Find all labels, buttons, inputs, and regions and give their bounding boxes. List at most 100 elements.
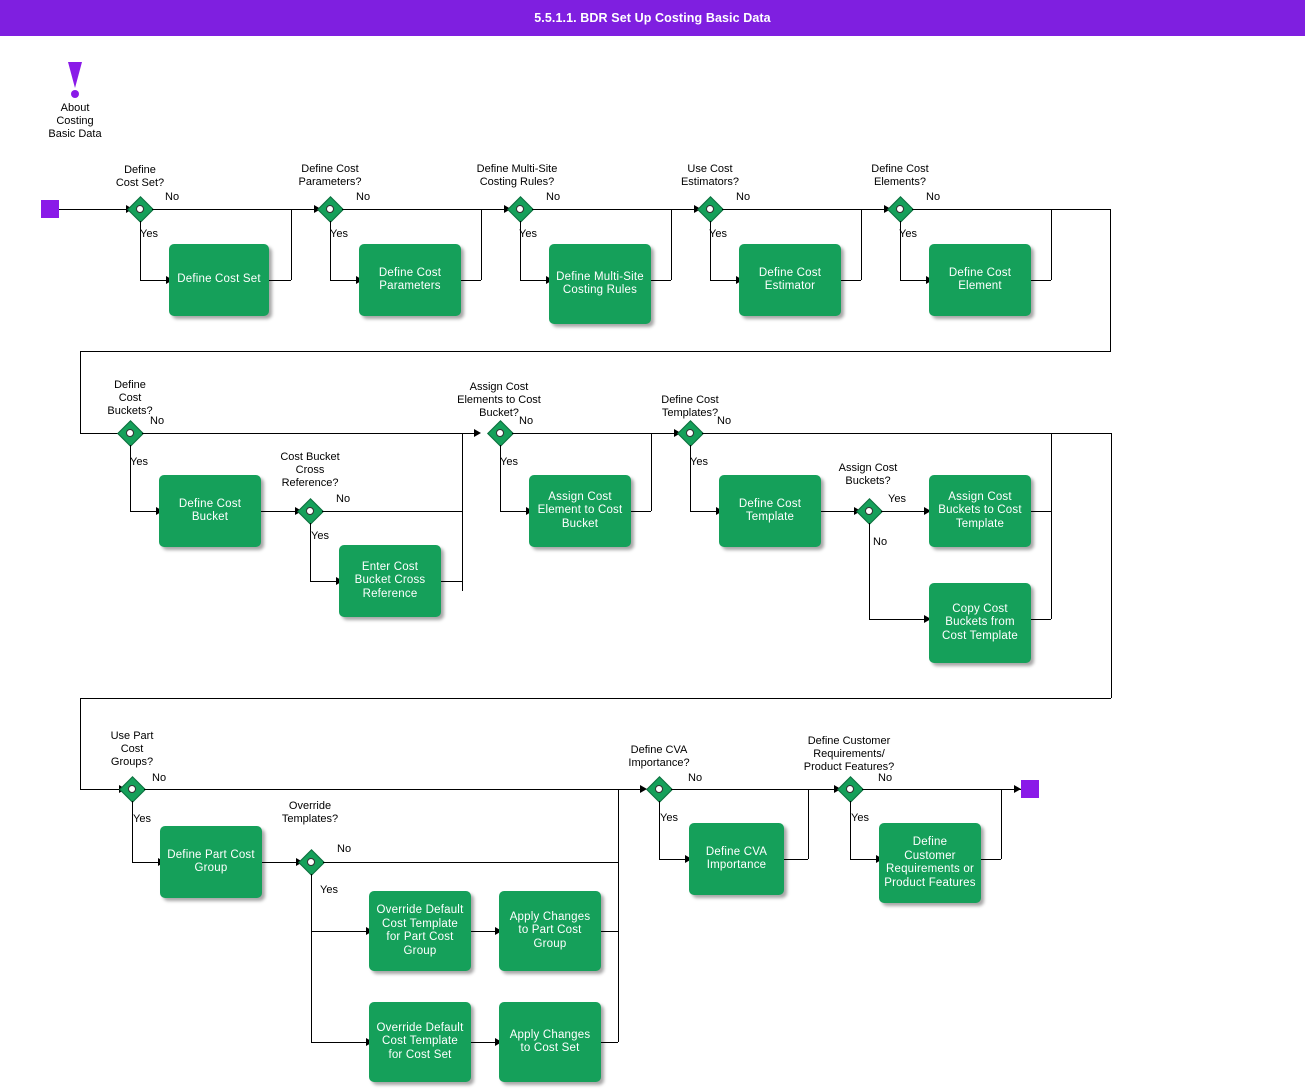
edge-g1-no: [152, 209, 316, 210]
gateway-part-cost-groups[interactable]: [119, 776, 146, 803]
edge-label-yes-1: Yes: [140, 228, 158, 240]
gateway-cost-params[interactable]: [317, 196, 344, 223]
edge-label-yes-4: Yes: [709, 228, 727, 240]
edge-label-no-14: No: [878, 772, 893, 784]
edge-g13-yes-v: [659, 801, 660, 859]
edge-start-to-g-cost-set: [59, 209, 128, 210]
edge-g7-yes-v: [310, 523, 311, 581]
gateway-cost-elements[interactable]: [887, 196, 914, 223]
start-event[interactable]: [41, 200, 59, 218]
edge-row2-wrap-h: [80, 698, 1111, 699]
gateway-bucket-cross-reference[interactable]: [297, 498, 324, 525]
edge-row1-wrap-h: [80, 351, 1111, 352]
warning-exclamation-dot-icon: [71, 90, 79, 98]
edge-label-no-3: No: [546, 191, 561, 203]
end-event[interactable]: [1021, 780, 1039, 798]
edge-t3-out-h: [651, 280, 671, 281]
edge-t5-out-v: [1051, 209, 1052, 280]
edge-t6-out-h: [261, 511, 297, 512]
edge-t13-out-h: [471, 931, 497, 932]
edge-g5-yes-v: [900, 221, 901, 280]
arrowhead: [924, 615, 931, 623]
task-define-cost-set[interactable]: Define Cost Set: [169, 244, 269, 316]
gateway-estimators[interactable]: [697, 196, 724, 223]
edge-t16-out-h: [601, 1042, 618, 1043]
gateway-cost-templates[interactable]: [677, 420, 704, 447]
edge-label-yes-10: Yes: [888, 493, 906, 505]
edge-t1-out-v: [291, 209, 292, 280]
edge-g6-yes-v: [130, 445, 131, 511]
edge-g8-yes-v: [500, 445, 501, 511]
gateway-cost-set[interactable]: [127, 196, 154, 223]
edge-t14-out-h: [601, 931, 618, 932]
gateway-customer-requirements[interactable]: [837, 776, 864, 803]
edge-g9-yes-v: [690, 445, 691, 511]
edge-row3-entry-h: [80, 789, 121, 790]
edge-g1-yes-h: [140, 280, 168, 281]
arrowhead: [640, 785, 647, 793]
edge-g6-no: [142, 433, 476, 434]
edge-g11-no: [144, 789, 642, 790]
edge-t10-out-h: [1031, 511, 1051, 512]
edge-g7-yes-h: [310, 581, 338, 582]
edge-g1-yes-v: [140, 221, 141, 280]
edge-label-no-12: No: [337, 843, 352, 855]
edge-label-no-4: No: [736, 191, 751, 203]
gateway-cost-buckets[interactable]: [117, 420, 144, 447]
gateway-assign-cost-buckets[interactable]: [856, 498, 883, 525]
edge-label-yes-3: Yes: [519, 228, 537, 240]
edge-t10-out-v: [1051, 433, 1052, 511]
edge-t2-out-h: [461, 280, 481, 281]
edge-g2-yes-h: [330, 280, 358, 281]
edge-g2-no: [342, 209, 506, 210]
edge-g14-no: [862, 789, 1021, 790]
edge-label-yes-14: Yes: [851, 812, 869, 824]
edge-label-no-2: No: [356, 191, 371, 203]
edge-label-yes-12: Yes: [320, 884, 338, 896]
page-title: 5.5.1.1. BDR Set Up Costing Basic Data: [534, 11, 771, 25]
edge-g12-no: [323, 862, 618, 863]
edge-g12-no-v: [618, 789, 619, 862]
gateway-multisite[interactable]: [507, 196, 534, 223]
edge-g3-yes-v: [520, 221, 521, 280]
edge-g9-no: [702, 433, 1111, 434]
edge-label-no-9: No: [717, 415, 732, 427]
gateway-cva-importance[interactable]: [646, 776, 673, 803]
edge-t11-out-h: [1031, 619, 1051, 620]
gateway-assign-cost-elements[interactable]: [487, 420, 514, 447]
edge-g9-yes-h: [690, 511, 718, 512]
gateway-override-templates[interactable]: [298, 849, 325, 876]
arrowhead: [474, 429, 481, 437]
edge-xref-rejoin-v: [462, 433, 463, 581]
edge-t12-out-h: [262, 862, 298, 863]
edge-g7-no: [322, 511, 462, 512]
edge-t15-out-h: [471, 1042, 497, 1043]
edge-g12-yes-h2: [311, 1042, 369, 1043]
edge-t14-out-v: [618, 862, 619, 931]
edge-g8-yes-h: [500, 511, 528, 512]
